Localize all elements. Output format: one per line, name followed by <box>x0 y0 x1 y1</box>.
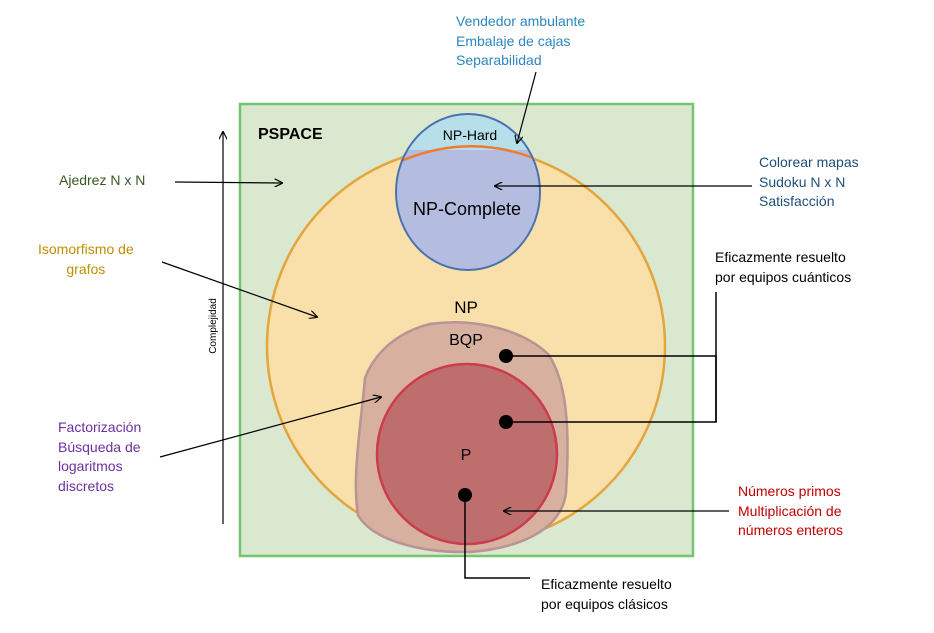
p-example-line: Multiplicación de <box>738 502 842 519</box>
quantum-efficient-line: Eficazmente resuelto <box>715 249 846 265</box>
bqp-pointer <box>159 397 381 458</box>
pspace-example-text: Ajedrez N x N <box>59 172 146 188</box>
np-hard-example: Separabilidad <box>456 52 542 68</box>
p-example-line: Números primos <box>738 483 841 499</box>
p-region <box>375 362 559 546</box>
pspace-label: PSPACE <box>258 126 323 143</box>
np-label: NP <box>454 298 478 317</box>
np-complete-example: Sudoku N x N <box>759 173 846 190</box>
quantum-efficient-label: Eficazmente resuelto por equipos cuántic… <box>715 248 851 287</box>
np-hard-example: Vendedor ambulante <box>456 13 586 29</box>
pspace-pointer <box>174 182 282 183</box>
p-lower-dot <box>458 488 472 502</box>
np-hard-outline <box>395 113 541 271</box>
quantum-efficient-line: por equipos cuánticos <box>715 268 852 285</box>
bqp-example-line: discretos <box>58 477 115 494</box>
classical-efficient-line: Eficazmente resuelto <box>541 576 672 592</box>
p-examples: Números primos Multiplicación de números… <box>738 482 843 541</box>
np-examples: Isomorfismo de grafos <box>38 240 134 279</box>
bqp-example-line: logaritmos <box>58 458 123 474</box>
bqp-examples: Factorización Búsqueda de logaritmos dis… <box>58 418 141 496</box>
classical-efficient-line: por equipos clásicos <box>541 595 668 612</box>
np-pointer <box>161 261 317 317</box>
np-complete-example: Satisfacción <box>759 193 835 209</box>
np-complete-examples: Colorear mapas Sudoku N x N Satisfacción <box>759 153 859 212</box>
pspace-example: Ajedrez N x N <box>59 171 145 191</box>
complexity-axis-label: Complejidad <box>208 298 219 354</box>
classical-efficient-label: Eficazmente resuelto por equipos clásico… <box>541 575 672 614</box>
p-upper-dot <box>499 415 513 429</box>
classical-connector <box>464 495 530 579</box>
np-hard-examples: Vendedor ambulante Embalaje de cajas Sep… <box>456 12 585 71</box>
np-example-line: grafos <box>66 260 106 277</box>
p-label: P <box>461 447 472 464</box>
np-hard-label: NP-Hard <box>443 127 497 143</box>
np-hard-example: Embalaje de cajas <box>456 32 571 49</box>
np-hard-pointer <box>517 71 537 143</box>
p-example-line: números enteros <box>738 522 844 538</box>
bqp-dot <box>499 349 513 363</box>
np-example-line: Isomorfismo de <box>38 241 134 257</box>
bqp-example-line: Búsqueda de <box>58 438 141 455</box>
bqp-example-line: Factorización <box>58 419 142 435</box>
np-complete-example: Colorear mapas <box>759 154 859 170</box>
bqp-label: BQP <box>449 332 483 349</box>
np-hard-boundary <box>400 145 534 163</box>
np-complete-label: NP-Complete <box>413 199 521 219</box>
